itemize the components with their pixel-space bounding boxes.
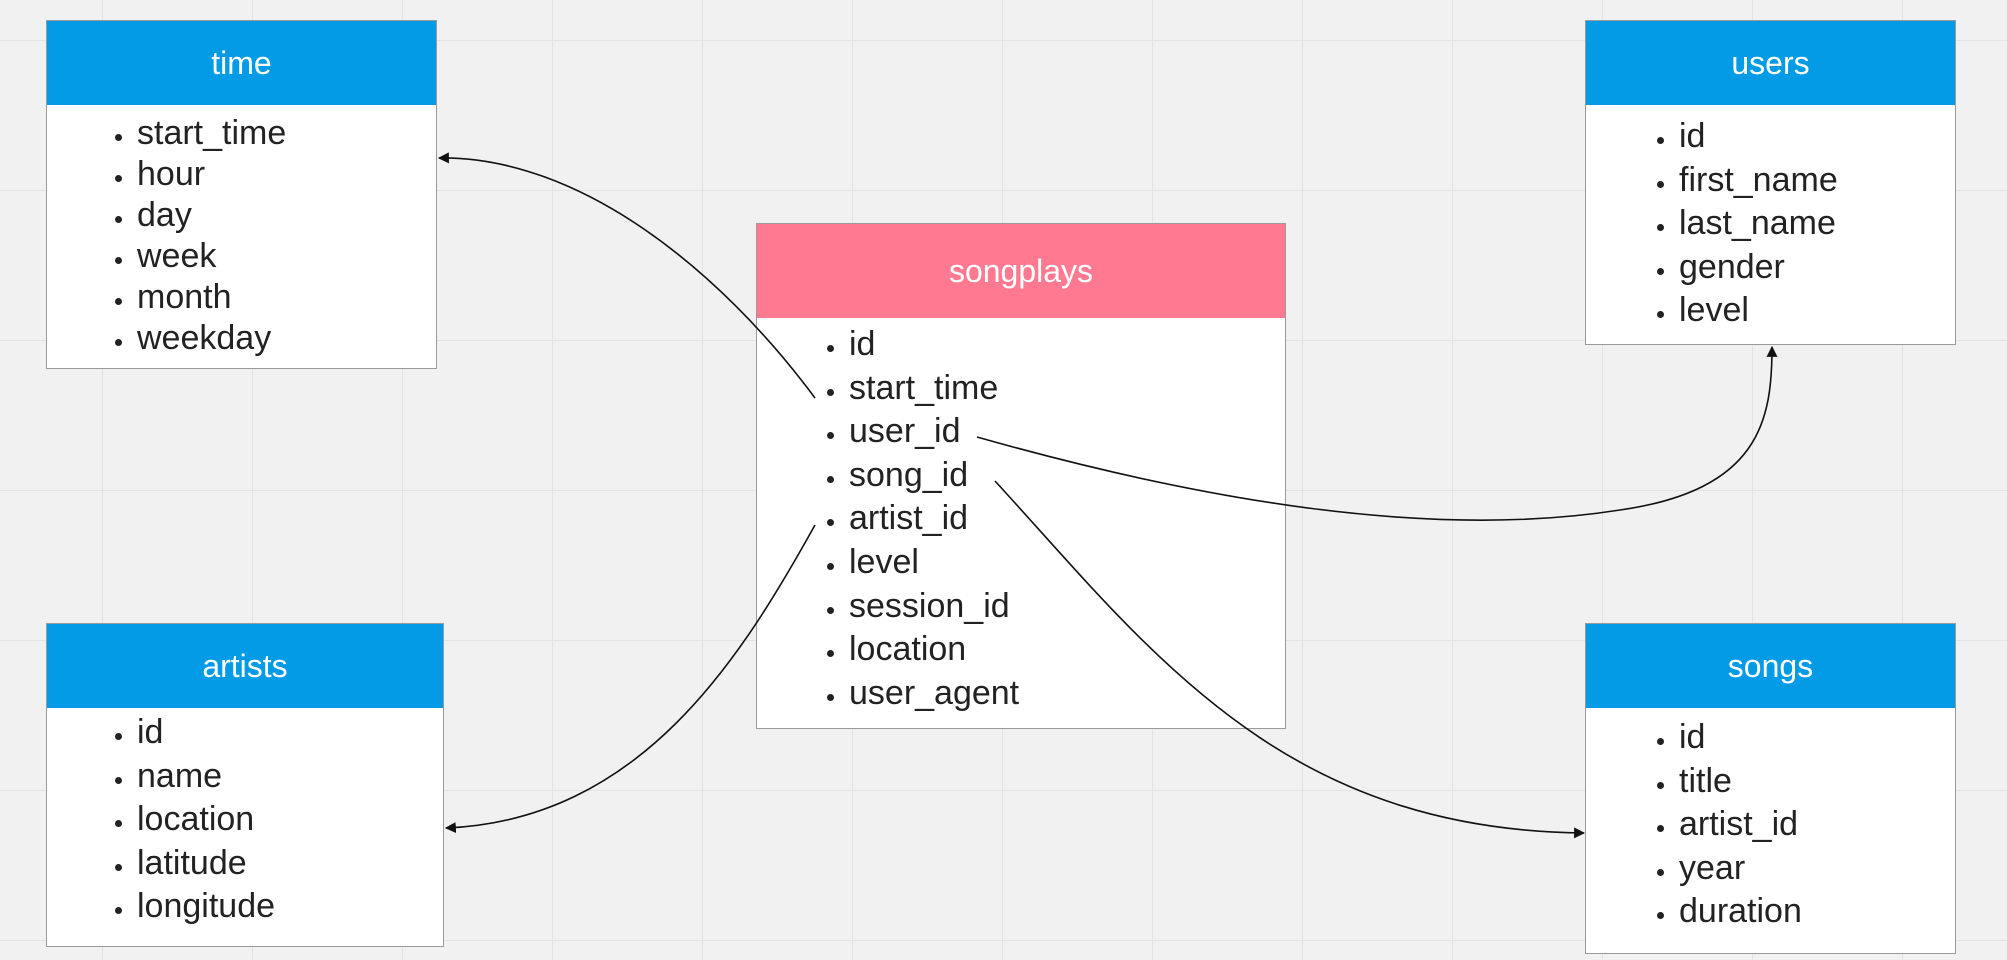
table-songplays[interactable]: songplays id start_time user_id song_id … bbox=[756, 223, 1286, 729]
column-item: start_time bbox=[135, 113, 436, 154]
column-list-time: start_time hour day week month weekday bbox=[47, 105, 436, 359]
table-header-users: users bbox=[1586, 21, 1955, 105]
table-artists[interactable]: artists id name location latitude longit… bbox=[46, 623, 444, 947]
column-item: artist_id bbox=[1677, 803, 1955, 847]
column-item: hour bbox=[135, 154, 436, 195]
table-header-time: time bbox=[47, 21, 436, 105]
column-item: title bbox=[1677, 760, 1955, 804]
column-item: session_id bbox=[847, 585, 1285, 629]
table-songs[interactable]: songs id title artist_id year duration bbox=[1585, 623, 1956, 954]
column-item: location bbox=[135, 798, 443, 842]
table-header-songplays: songplays bbox=[757, 224, 1285, 318]
table-time[interactable]: time start_time hour day week month week… bbox=[46, 20, 437, 369]
column-item: level bbox=[847, 541, 1285, 585]
column-item: song_id bbox=[847, 454, 1285, 498]
column-item: id bbox=[1677, 115, 1955, 159]
column-item: start_time bbox=[847, 367, 1285, 411]
column-list-users: id first_name last_name gender level bbox=[1586, 105, 1955, 333]
column-item: duration bbox=[1677, 890, 1955, 934]
column-item: month bbox=[135, 277, 436, 318]
column-item: day bbox=[135, 195, 436, 236]
table-header-songs: songs bbox=[1586, 624, 1955, 708]
column-item: id bbox=[847, 323, 1285, 367]
column-item: gender bbox=[1677, 246, 1955, 290]
table-header-artists: artists bbox=[47, 624, 443, 708]
column-item: user_agent bbox=[847, 672, 1285, 716]
column-item: artist_id bbox=[847, 497, 1285, 541]
column-item: last_name bbox=[1677, 202, 1955, 246]
column-list-artists: id name location latitude longitude bbox=[47, 708, 443, 929]
column-item: user_id bbox=[847, 410, 1285, 454]
column-item: weekday bbox=[135, 318, 436, 359]
column-item: longitude bbox=[135, 885, 443, 929]
column-item: name bbox=[135, 755, 443, 799]
column-item: latitude bbox=[135, 842, 443, 886]
table-users[interactable]: users id first_name last_name gender lev… bbox=[1585, 20, 1956, 345]
column-list-songplays: id start_time user_id song_id artist_id … bbox=[757, 318, 1285, 715]
column-item: week bbox=[135, 236, 436, 277]
column-item: id bbox=[135, 711, 443, 755]
column-item: year bbox=[1677, 847, 1955, 891]
column-item: level bbox=[1677, 289, 1955, 333]
column-list-songs: id title artist_id year duration bbox=[1586, 708, 1955, 934]
column-item: location bbox=[847, 628, 1285, 672]
column-item: id bbox=[1677, 716, 1955, 760]
column-item: first_name bbox=[1677, 159, 1955, 203]
